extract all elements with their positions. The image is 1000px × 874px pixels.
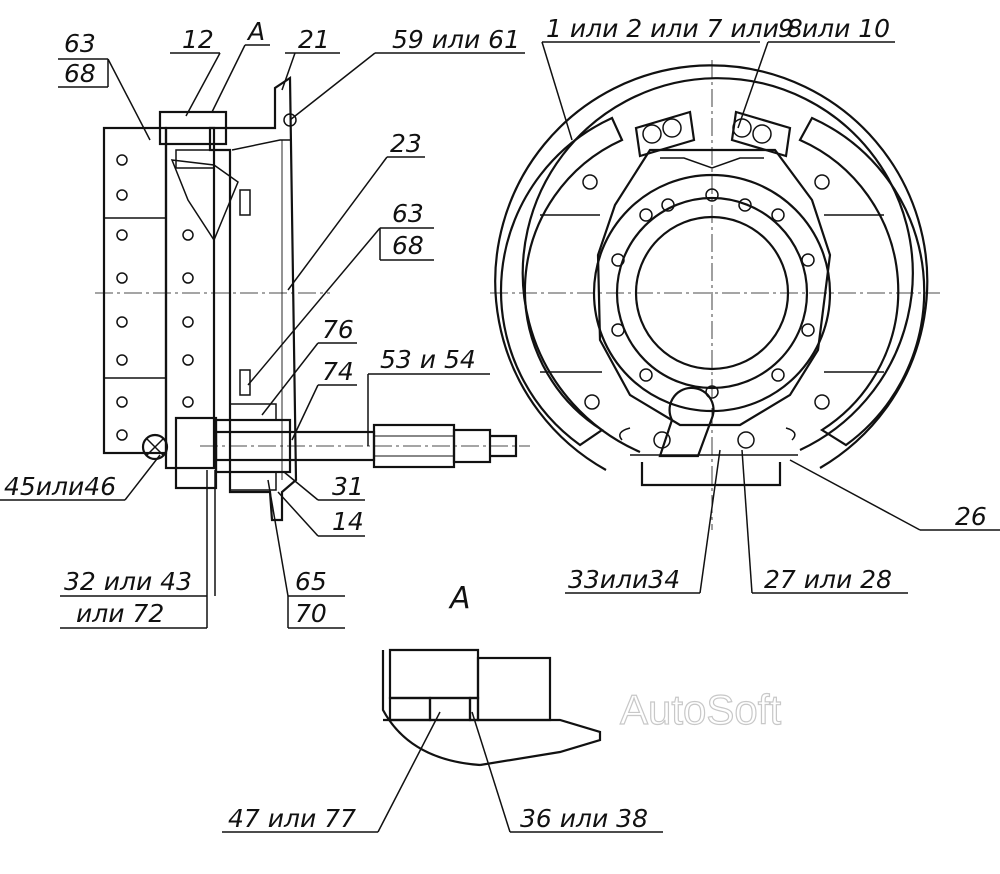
- callout-68a: 68: [64, 59, 96, 88]
- brake-shoe-left: [499, 116, 624, 447]
- callout-45-46: 45или46: [4, 472, 116, 501]
- callout-labels: 63 68 12 A 21 59 или 61 23 63 68 76 74 5…: [4, 14, 987, 833]
- callout-36-38: 36 или 38: [520, 804, 648, 833]
- leader-lines: [0, 41, 1000, 833]
- callout-31: 31: [332, 472, 364, 501]
- rivet-column-outer: [116, 154, 128, 441]
- callout-27-28: 27 или 28: [764, 565, 892, 594]
- callout-68b: 68: [392, 231, 424, 260]
- front-view: [490, 60, 940, 530]
- callout-23: 23: [390, 129, 422, 158]
- brake-shoe-right: [798, 116, 926, 447]
- callout-65: 65: [295, 567, 327, 596]
- callout-74: 74: [322, 357, 354, 386]
- callout-14: 14: [332, 507, 364, 536]
- rivet-column-inner: [182, 229, 194, 408]
- callout-21: 21: [298, 25, 330, 54]
- callout-63b: 63: [392, 199, 424, 228]
- callout-47-77: 47 или 77: [228, 804, 356, 833]
- callout-63a: 63: [64, 29, 96, 58]
- hub-bolt-circle: [611, 188, 815, 399]
- watermark: AutoSoft: [620, 686, 781, 733]
- callout-26: 26: [955, 502, 987, 531]
- callout-59-61: 59 или 61: [392, 25, 520, 54]
- callout-72: или 72: [76, 599, 164, 628]
- callout-70: 70: [295, 599, 327, 628]
- section-a-detail: [381, 648, 602, 767]
- callout-53-54: 53 и 54: [380, 345, 476, 374]
- callout-9-10: 9 или 10: [778, 14, 890, 43]
- callout-33-34: 33или34: [568, 565, 680, 594]
- callout-a: A: [246, 17, 265, 46]
- callout-32-43: 32 или 43: [64, 567, 192, 596]
- anchor-pins: [634, 110, 792, 169]
- side-section-view: [95, 75, 530, 522]
- expander-cam: [619, 386, 798, 487]
- callout-76: 76: [322, 315, 354, 344]
- callout-1-2-7-8: 1 или 2 или 7 или 8: [546, 14, 803, 43]
- callout-12: 12: [182, 25, 214, 54]
- section-a-title: A: [448, 581, 471, 616]
